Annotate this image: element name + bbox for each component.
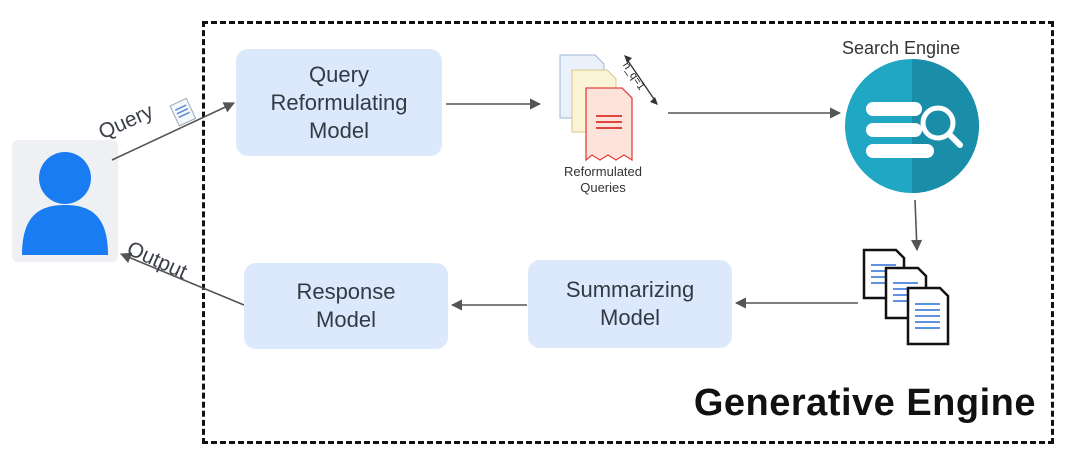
box-line: Response	[296, 279, 396, 304]
box-line: Reformulating	[270, 89, 408, 115]
summarizing-model-box: Summarizing Model	[528, 260, 732, 348]
search-database-icon	[845, 59, 979, 193]
reformulated-queries-label: Reformulated Queries	[548, 164, 658, 196]
query-count-indicator	[624, 55, 658, 105]
label-line: Queries	[580, 180, 626, 195]
generative-engine-boundary	[202, 21, 1054, 444]
reformulated-queries-icon	[559, 54, 633, 162]
box-line: Model	[316, 307, 376, 332]
response-model-box: Response Model	[244, 263, 448, 349]
query-reformulating-model-box: Query Reformulating Model	[236, 49, 442, 156]
arrow-search-to-docs	[911, 199, 923, 252]
box-line: Model	[600, 305, 660, 330]
box-line: Query	[309, 61, 369, 87]
retrieved-documents-icon	[862, 248, 950, 346]
output-arrow	[119, 252, 245, 306]
user-icon	[12, 140, 118, 262]
label-line: Reformulated	[563, 164, 643, 179]
query-arrow	[111, 102, 236, 161]
generative-engine-title: Generative Engine	[693, 382, 1036, 424]
search-engine-title: Search Engine	[842, 38, 961, 58]
query-document-icon	[169, 97, 197, 127]
box-line: Summarizing	[565, 277, 695, 302]
box-line: Model	[309, 117, 369, 143]
